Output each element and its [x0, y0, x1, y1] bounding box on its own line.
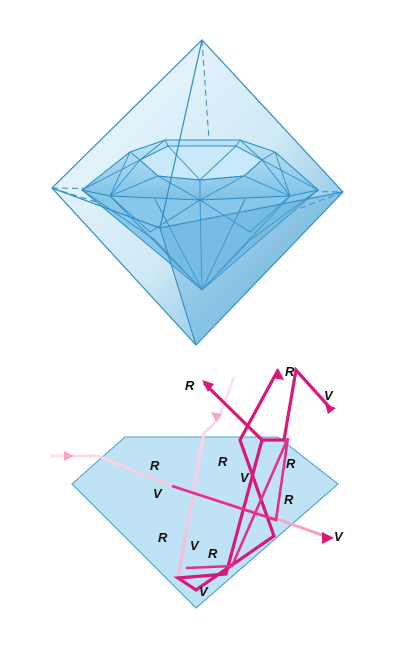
label-v-bottom: V: [199, 584, 209, 599]
label-r-top-right: R: [285, 364, 295, 379]
label-v-inside-mid: V: [240, 470, 250, 485]
diamond-cross-section: [71, 436, 339, 609]
label-v-lower-mid: V: [190, 538, 200, 553]
label-v-inside-left: V: [153, 486, 163, 501]
arrow-r-top: [202, 380, 214, 392]
label-r-inside-left: R: [150, 458, 160, 473]
arrow-v-exit: [322, 532, 334, 544]
diamond-table: [139, 145, 263, 181]
label-v-exit-right: V: [334, 529, 344, 544]
label-r-lower-mid: R: [208, 546, 218, 561]
label-r-inside-mid: R: [218, 454, 228, 469]
ray-path-inner: [171, 437, 290, 570]
arrow-incoming-top: [211, 412, 222, 422]
arrow-incoming-left: [64, 451, 74, 461]
label-r-top: R: [185, 378, 195, 393]
label-r-inside-right-1: R: [286, 456, 296, 471]
ray-path-violet: [260, 366, 334, 442]
ray-labels: R R V R V R V R R V R V R V: [150, 364, 344, 599]
octahedron-front-edges: [51, 39, 344, 346]
label-r-lower-left: R: [158, 530, 168, 545]
label-r-inside-right-2: R: [284, 492, 294, 507]
ray-path-red: [173, 369, 280, 592]
arrow-r-top-right: [272, 368, 284, 380]
brilliant-cut-diamond: [80, 139, 320, 291]
prism-shape: [71, 436, 339, 609]
label-v-top-right: V: [324, 388, 334, 403]
incoming-ray-top: [176, 376, 236, 579]
light-rays: [50, 366, 336, 592]
arrow-v-top-right: [325, 404, 336, 414]
